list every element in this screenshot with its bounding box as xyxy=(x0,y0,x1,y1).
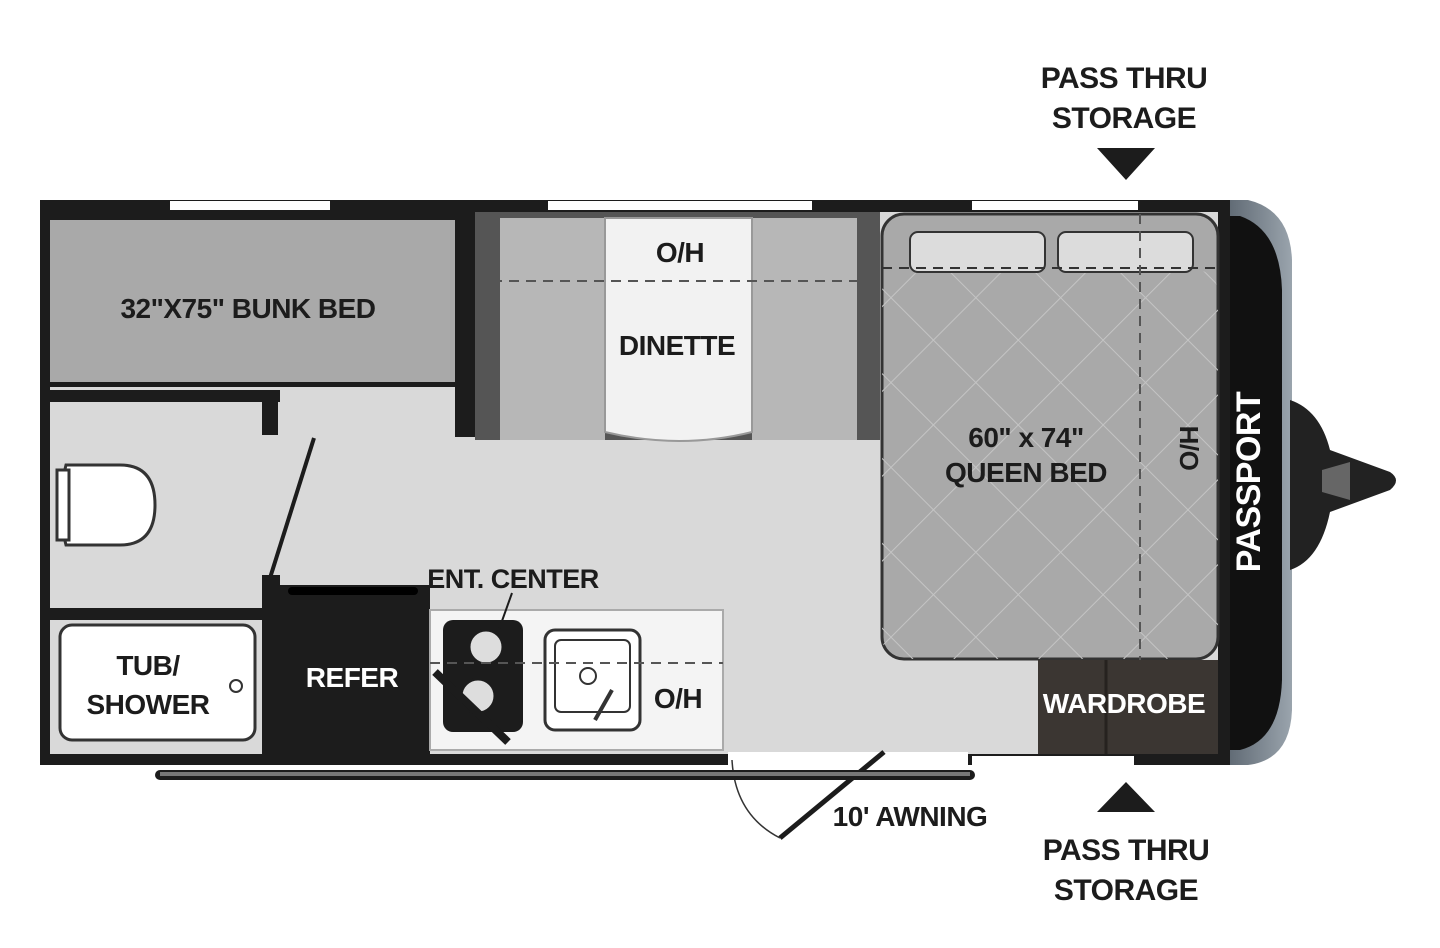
refer-top xyxy=(288,587,418,595)
window xyxy=(972,201,1138,210)
refer-label: REFER xyxy=(306,662,399,693)
queen-bed-quilt xyxy=(882,270,1218,659)
pass-thru-bottom-label-1: PASS THRU xyxy=(1043,834,1210,867)
queen-bed-label: QUEEN BED xyxy=(945,457,1107,488)
tub-shower xyxy=(58,623,257,742)
dinette-bench-right xyxy=(752,218,857,440)
entry-door xyxy=(778,750,886,840)
bath-wall-top xyxy=(50,390,280,402)
kitchen-overhead-label: O/H xyxy=(654,683,702,714)
dinette-table xyxy=(604,217,753,442)
refer xyxy=(262,585,430,755)
bunk-bed xyxy=(50,220,455,382)
bath-door xyxy=(268,437,316,579)
ent-center-pointer xyxy=(496,592,513,636)
queen-bed-size-label: 60" x 74" xyxy=(968,422,1083,453)
window xyxy=(170,201,330,210)
front-cap-inner xyxy=(1226,216,1282,750)
bath-wall-bottom xyxy=(50,608,275,620)
bath-wall-stub xyxy=(262,390,278,435)
dinette-overhead-label: O/H xyxy=(656,237,704,268)
window xyxy=(548,201,812,210)
wardrobe-label: WARDROBE xyxy=(1043,688,1205,719)
arrow-down-icon xyxy=(1097,148,1155,180)
dinette-bench-left xyxy=(500,218,605,440)
awning-label: 10' AWNING xyxy=(833,801,988,832)
stove-knob xyxy=(432,669,511,745)
faucet xyxy=(593,689,614,721)
wardrobe xyxy=(1038,660,1218,754)
entry-door-opening xyxy=(728,752,968,766)
sink-drain xyxy=(579,667,597,685)
dinette-label: DINETTE xyxy=(619,330,735,361)
window xyxy=(972,756,1134,765)
bunk-bed-label: 32"X75" BUNK BED xyxy=(120,293,375,324)
toilet xyxy=(59,463,157,547)
tub-drain xyxy=(229,679,243,693)
ent-center-label: ENT. CENTER xyxy=(427,564,599,594)
pass-thru-top-label-1: PASS THRU xyxy=(1041,62,1208,95)
arrow-up-icon xyxy=(1097,782,1155,812)
tub-label-1: TUB/ xyxy=(116,650,180,681)
brand-logo: PASSPORT xyxy=(1230,391,1268,572)
tub-label-2: SHOWER xyxy=(87,689,210,720)
pillow xyxy=(909,231,1046,273)
pass-thru-top-label-2: STORAGE xyxy=(1052,102,1196,135)
hitch-triangle xyxy=(1322,462,1350,500)
pass-thru-bottom-label-2: STORAGE xyxy=(1054,874,1198,907)
bunk-post xyxy=(455,212,475,437)
pillow xyxy=(1057,231,1194,273)
bed-overhead-label: H/O xyxy=(1174,426,1204,471)
awning-inner xyxy=(160,772,970,776)
toilet-tank xyxy=(55,468,71,542)
